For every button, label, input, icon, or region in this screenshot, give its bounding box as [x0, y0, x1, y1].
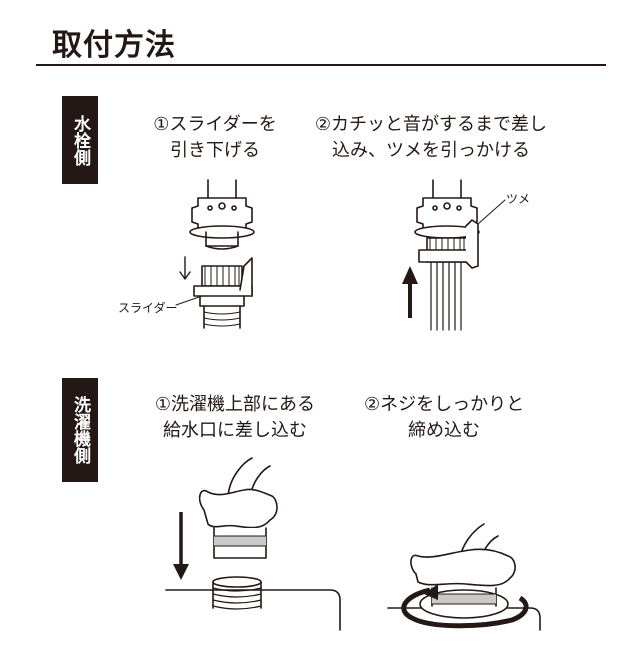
faucet-step1-text: ①スライダーを 引き下げる [153, 114, 277, 161]
page-title: 取付方法 [52, 28, 176, 63]
title-divider [36, 64, 606, 66]
faucet-slider-illustration [175, 257, 253, 329]
rotate-arrow-icon [401, 584, 529, 629]
washer-side-label: 洗濯機側 [62, 378, 98, 482]
washer-adapter-illustration-1 [198, 457, 278, 559]
claw-callout: ツメ [506, 192, 531, 206]
washer-step2-text: ②ネジをしっかりと 締め込む [364, 394, 525, 441]
washer-adapter-illustration-2 [410, 523, 516, 587]
faucet-adapter-illustration-1 [189, 179, 255, 250]
faucet-step2-text: ②カチッと音がするまで差し 込み、ツメを引っかける [314, 114, 548, 161]
washer-down-arrow [173, 512, 189, 580]
washer-step1-text: ①洗濯機上部にある 給水口に差し込む [154, 394, 316, 441]
faucet-up-arrow [402, 266, 418, 318]
washer-inlet-illustration-1 [165, 576, 341, 631]
slider-callout: スライダー [118, 301, 178, 315]
faucet-adapter-illustration-2 [414, 179, 506, 331]
faucet-down-arrow [179, 256, 191, 280]
faucet-side-label: 水栓側 [62, 96, 98, 184]
